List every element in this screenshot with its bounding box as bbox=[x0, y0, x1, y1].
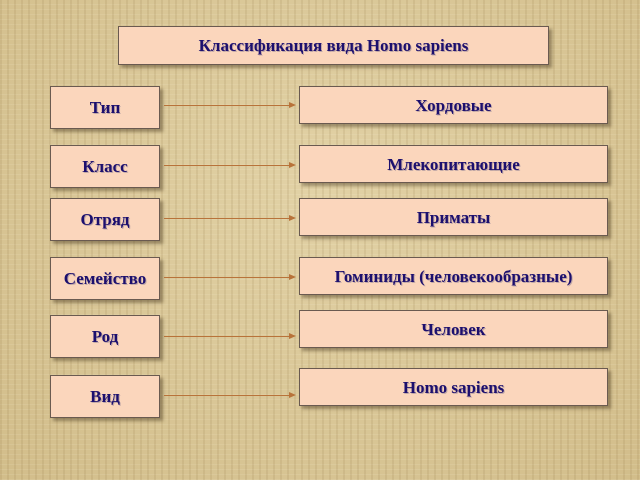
diagram-title: Классификация вида Homo sapiens bbox=[118, 26, 549, 65]
rank-box-genus: Род bbox=[50, 315, 160, 358]
rank-box-type: Тип bbox=[50, 86, 160, 129]
connector-arrow bbox=[164, 392, 296, 398]
connector-arrow bbox=[164, 102, 296, 108]
connector-arrow bbox=[164, 215, 296, 221]
taxon-box-mammals: Млекопитающие bbox=[299, 145, 608, 183]
connector-arrow bbox=[164, 333, 296, 339]
rank-box-class: Класс bbox=[50, 145, 160, 188]
taxon-box-homo-sapiens: Homo sapiens bbox=[299, 368, 608, 406]
taxon-box-hominids: Гоминиды (человекообразные) bbox=[299, 257, 608, 295]
taxon-box-chordates: Хордовые bbox=[299, 86, 608, 124]
taxon-box-primates: Приматы bbox=[299, 198, 608, 236]
rank-box-family: Семейство bbox=[50, 257, 160, 300]
rank-box-species: Вид bbox=[50, 375, 160, 418]
taxon-box-human: Человек bbox=[299, 310, 608, 348]
connector-arrow bbox=[164, 162, 296, 168]
rank-box-order: Отряд bbox=[50, 198, 160, 241]
connector-arrow bbox=[164, 274, 296, 280]
